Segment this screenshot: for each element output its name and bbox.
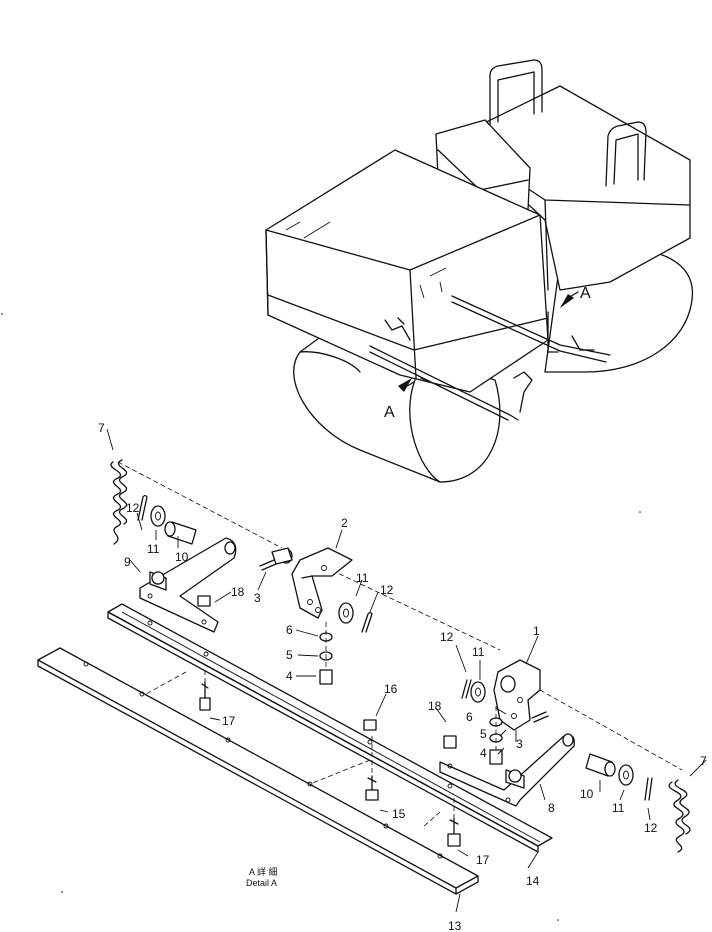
- callout-9: 9: [124, 555, 131, 569]
- bolt-15: [365, 789, 379, 801]
- callout-7-left: 7: [98, 421, 105, 435]
- arm-bracket-left: [139, 537, 237, 633]
- view-marker-a-right: A: [580, 285, 591, 302]
- callout-1: 1: [533, 624, 540, 638]
- callout-12-center: 12: [380, 583, 394, 597]
- callout-3-right: 3: [516, 737, 523, 751]
- arm-bracket-right: [439, 733, 575, 807]
- callout-5-right: 5: [480, 727, 487, 741]
- split-pin-left-top: [137, 494, 148, 521]
- callout-4-right: 4: [480, 746, 487, 760]
- washer-right-top: [470, 681, 486, 703]
- callout-10-left: 10: [175, 550, 189, 564]
- callout-3-left: 3: [254, 591, 261, 605]
- washer-center: [338, 602, 354, 624]
- callout-18-right: 18: [428, 699, 442, 713]
- callout-5-left: 5: [286, 648, 293, 662]
- bolt-4-left: [319, 669, 333, 685]
- callout-17-right: 17: [476, 853, 490, 867]
- detail-caption-jp: A 詳 細: [249, 866, 278, 877]
- roller-machine: [265, 59, 693, 483]
- nut-right: [443, 735, 457, 749]
- assembly-axis-line: [117, 461, 683, 771]
- dowel-right: [531, 711, 549, 723]
- callout-12-left-top: 12: [126, 501, 140, 515]
- callout-12-right-top: 12: [440, 630, 454, 644]
- base-plate-13: [37, 647, 479, 895]
- callout-8: 8: [548, 801, 555, 815]
- callout-18-left: 18: [231, 585, 245, 599]
- nut-16: [363, 719, 377, 731]
- callout-15: 15: [392, 807, 406, 821]
- callout-11-right-top: 11: [472, 645, 485, 659]
- nut-left: [197, 595, 211, 607]
- callout-11-center: 11: [356, 571, 369, 585]
- callout-10-right: 10: [580, 787, 594, 801]
- bolt-17-left: [199, 697, 211, 711]
- split-pin-center: [361, 611, 373, 633]
- callout-13: 13: [448, 919, 462, 932]
- split-pin-right-top: [461, 679, 472, 699]
- washer-left-top: [150, 505, 166, 527]
- callout-4-left: 4: [286, 669, 293, 683]
- callout-7-right: 7: [700, 754, 707, 768]
- bolt-17-right: [447, 833, 461, 847]
- spring-right: [668, 779, 691, 853]
- callout-16: 16: [384, 682, 398, 696]
- callout-11-right-bottom: 11: [612, 801, 625, 815]
- view-marker-a-left: A: [384, 404, 395, 421]
- callout-17-left: 17: [222, 714, 236, 728]
- split-pin-right-bottom: [644, 777, 653, 801]
- callout-12-right-bottom: 12: [644, 821, 658, 835]
- mounting-bracket-1: [493, 659, 541, 731]
- callout-6-left: 6: [286, 623, 293, 637]
- callout-2: 2: [341, 516, 348, 530]
- dowel-left: [259, 559, 277, 571]
- spring-left: [110, 459, 127, 545]
- washer-right-bottom: [618, 764, 634, 786]
- callout-11-left-top: 11: [147, 542, 160, 556]
- callout-14: 14: [526, 874, 540, 888]
- callout-6-right: 6: [466, 710, 473, 724]
- mounting-bracket-2: [271, 547, 353, 619]
- detail-caption-en: Detail A: [246, 878, 277, 888]
- leader-lines: [106, 428, 707, 913]
